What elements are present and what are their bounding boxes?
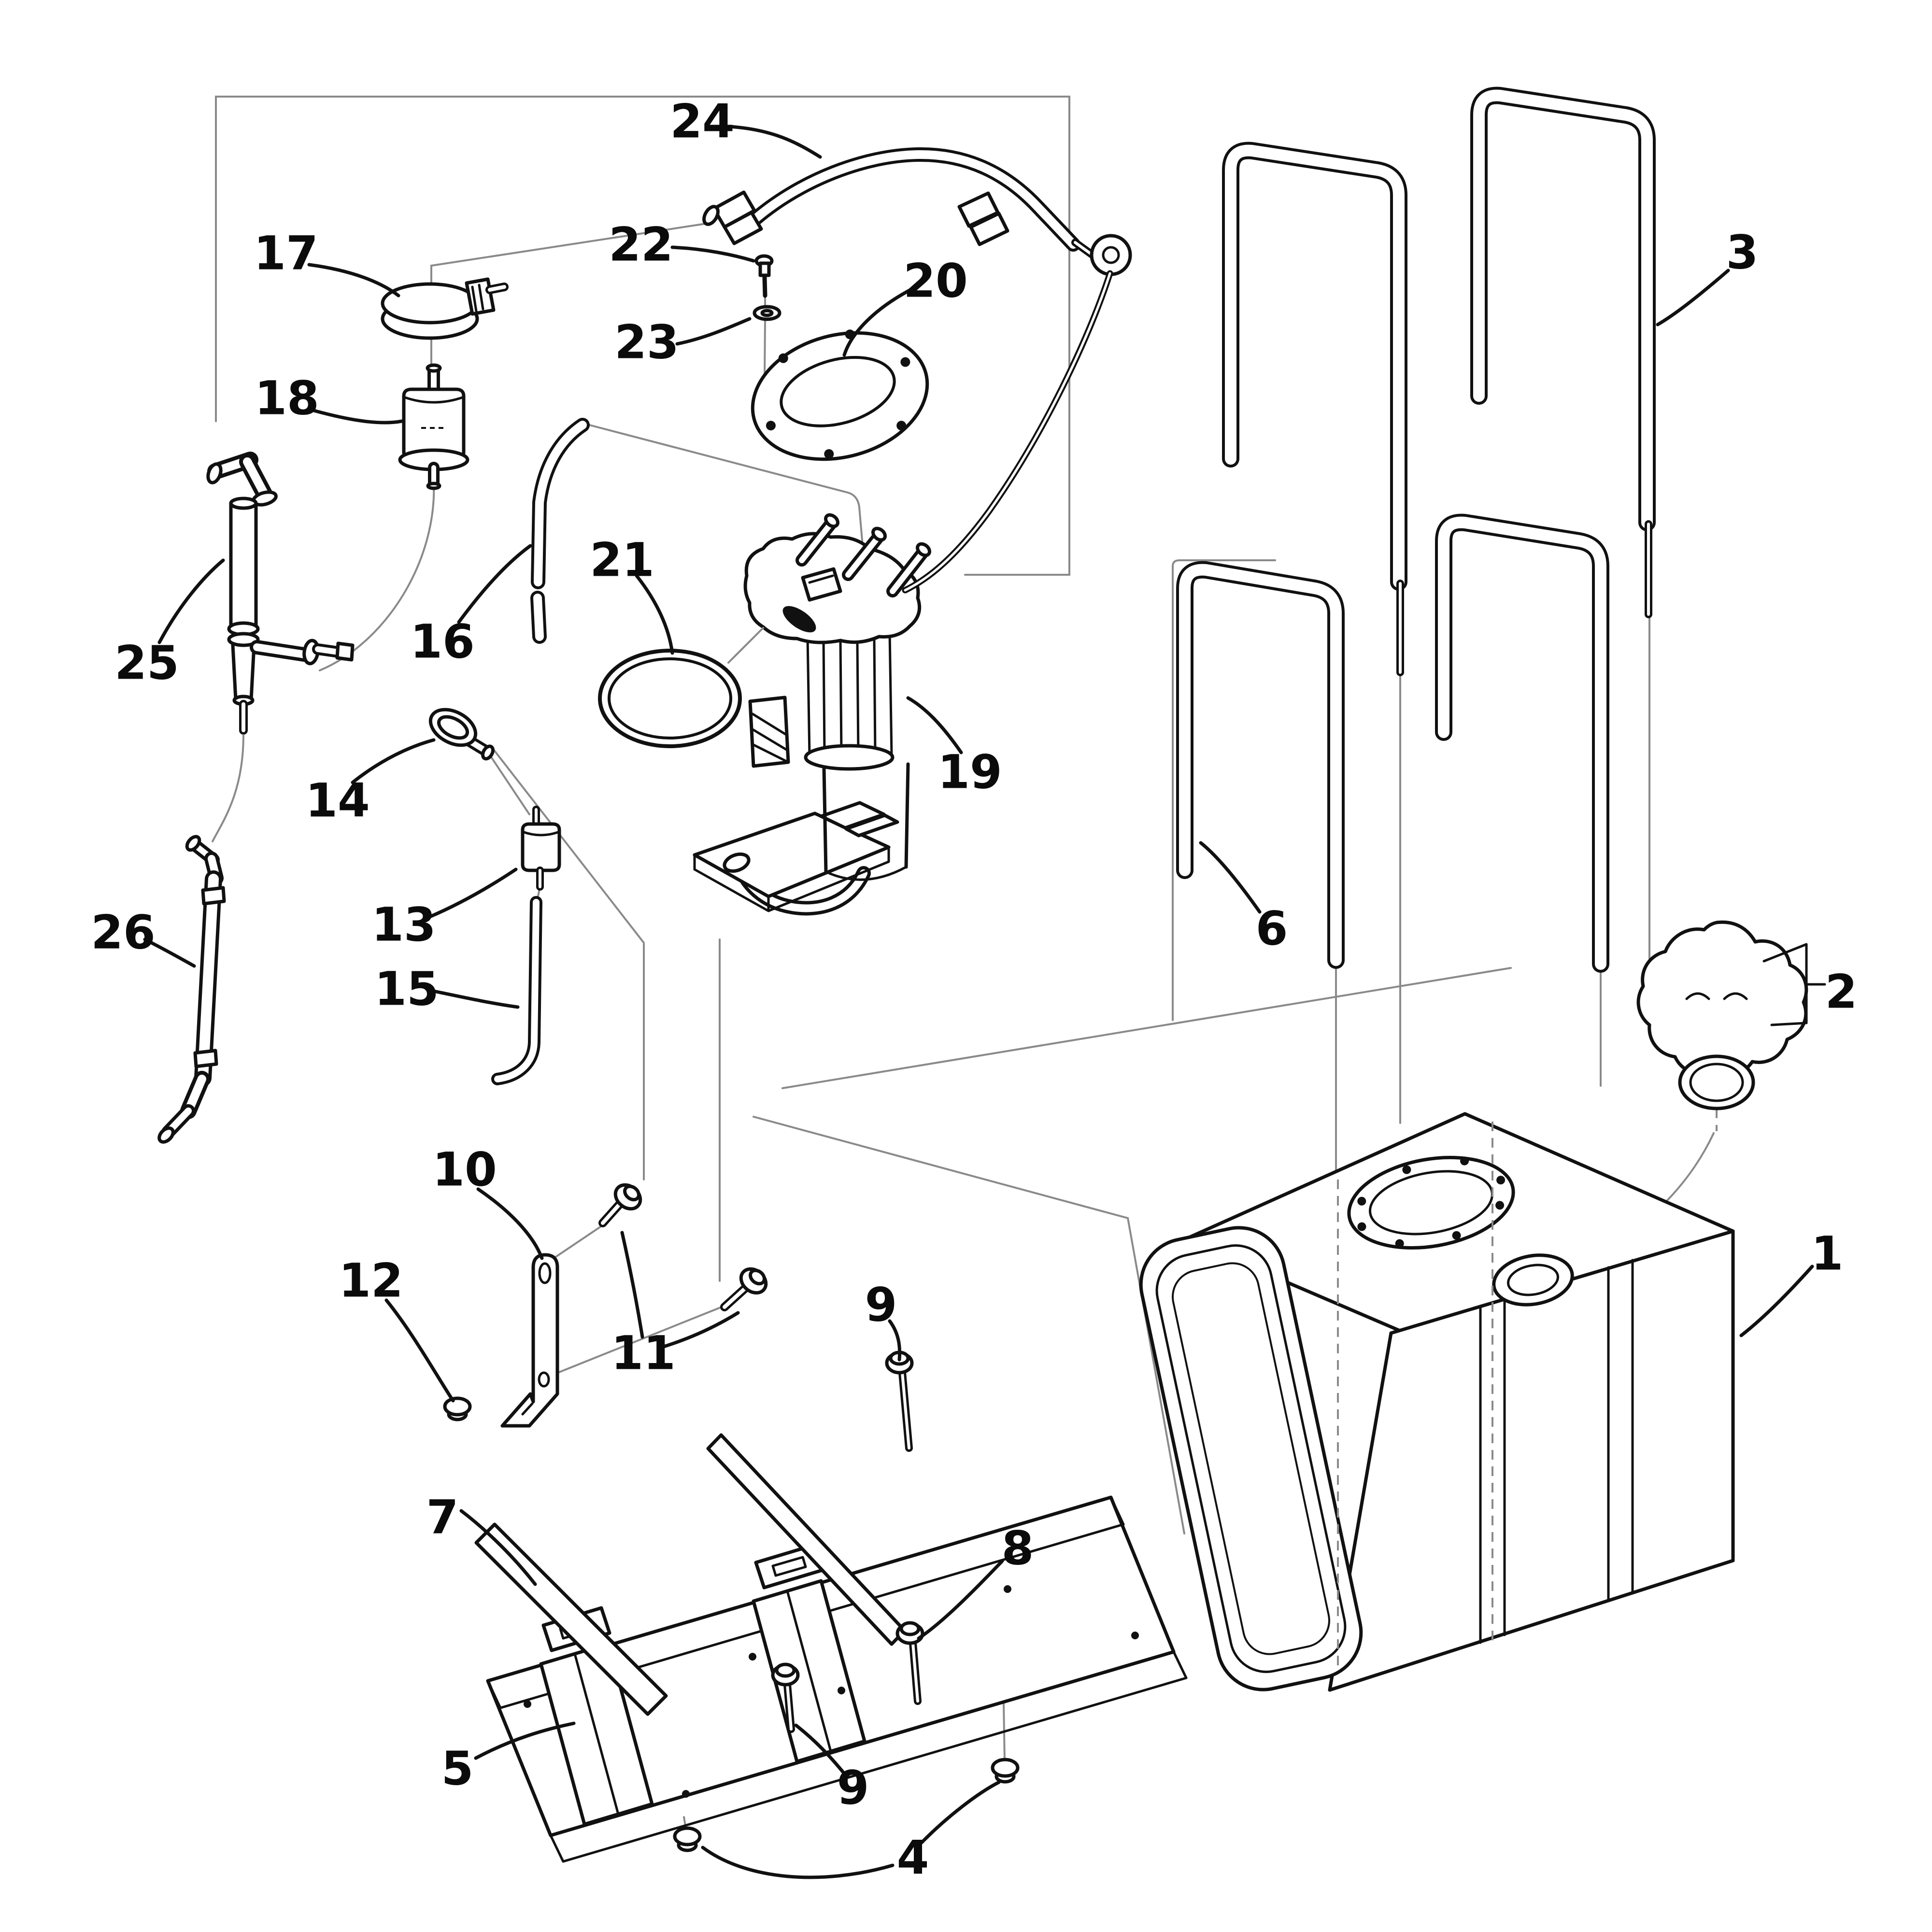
leader-grommet-fitting bbox=[351, 738, 436, 784]
leader-washer bbox=[675, 317, 752, 346]
leader-push-nuts bbox=[701, 1846, 895, 1879]
leader-fuel-hose bbox=[727, 125, 822, 159]
part-21-o-ring bbox=[598, 627, 764, 748]
construction-lines bbox=[215, 96, 1718, 1833]
leader-skid-plate bbox=[474, 1721, 576, 1760]
part-2-fuel-cap bbox=[1636, 920, 1826, 1110]
tank-corrugated-end bbox=[1139, 1226, 1363, 1691]
part-25-fuel-valve bbox=[206, 452, 355, 842]
label-2-bracket bbox=[1762, 943, 1826, 1026]
part-18-fuel-filter bbox=[398, 363, 469, 490]
leader-lines bbox=[143, 125, 1814, 1879]
leader-rub-strips bbox=[459, 1509, 537, 1586]
leader-fuel-valve-assembly bbox=[157, 558, 225, 644]
label-flange-bolt-upper: 9 bbox=[865, 1278, 897, 1332]
label-grommet-fitting: 14 bbox=[305, 774, 370, 828]
leader-filler-hose bbox=[457, 544, 532, 624]
label-fuel-valve-assembly: 25 bbox=[114, 636, 179, 690]
tank-filler-ring bbox=[1347, 1155, 1515, 1250]
leader-flange-bolt-upper bbox=[888, 1319, 902, 1362]
part-12-nut bbox=[443, 1396, 472, 1421]
part-16-filler-hose bbox=[530, 418, 590, 644]
part-9-bolt-lower bbox=[771, 1662, 800, 1733]
leader-support-bracket bbox=[476, 1187, 544, 1260]
label-inline-filter: 13 bbox=[371, 898, 436, 952]
label-fuel-line: 26 bbox=[91, 906, 156, 960]
label-fuel-pump-module: 19 bbox=[938, 745, 1002, 799]
part-6-short-straps bbox=[1176, 513, 1609, 973]
part-11-bolts bbox=[598, 1183, 768, 1311]
leader-inline-filter bbox=[428, 867, 518, 919]
label-flange-bolt-lower: 9 bbox=[837, 1761, 869, 1815]
part-23-washer bbox=[753, 305, 781, 321]
part-8-bolt bbox=[895, 1621, 924, 1705]
leader-vent-hose bbox=[432, 989, 520, 1009]
part-15-vent-hose bbox=[491, 896, 542, 1085]
label-support-bracket: 10 bbox=[432, 1143, 497, 1197]
part-1-fuel-tank bbox=[1139, 1112, 1735, 1692]
part-10-bracket bbox=[500, 1253, 559, 1428]
leader-fuel-line bbox=[143, 938, 196, 968]
part-17-hose-clamp bbox=[381, 277, 509, 340]
part-26-fuel-line bbox=[157, 835, 226, 1144]
leader-mounting-ring bbox=[842, 288, 912, 357]
label-vent-hose: 15 bbox=[374, 962, 439, 1016]
part-14-grommet-fitting bbox=[428, 708, 495, 761]
label-fuel-filter: 18 bbox=[255, 371, 319, 426]
leader-bracket-bolts bbox=[659, 1311, 740, 1350]
part-20-mounting-ring bbox=[751, 329, 929, 461]
leader-push-nuts bbox=[920, 1780, 1001, 1845]
part-13-inline-filter bbox=[521, 806, 561, 891]
leader-screw bbox=[670, 245, 755, 263]
leader-hose-clamp bbox=[307, 263, 400, 298]
leader-fuel-tank bbox=[1739, 1264, 1814, 1337]
label-hose-clamp: 17 bbox=[254, 227, 318, 281]
label-screw: 22 bbox=[609, 218, 673, 272]
label-bracket-bolts: 11 bbox=[611, 1326, 676, 1380]
tank-opening bbox=[1492, 1253, 1574, 1307]
leader-flange-bolt bbox=[917, 1559, 1004, 1640]
leader-o-ring-seal bbox=[635, 574, 674, 655]
label-skid-plate: 5 bbox=[441, 1742, 474, 1796]
part-5-skid-plate bbox=[486, 1495, 1188, 1863]
label-washer: 23 bbox=[614, 315, 679, 369]
label-mounting-ring: 20 bbox=[903, 254, 968, 308]
part-3-long-straps bbox=[1222, 86, 1656, 676]
leader-bracket-bolts bbox=[620, 1231, 644, 1339]
label-rub-strips: 7 bbox=[426, 1491, 459, 1545]
part-number-labels: 1234567899101112131415161718192021222324… bbox=[91, 95, 1857, 1885]
label-flange-bolt: 8 bbox=[1002, 1521, 1034, 1576]
label-flange-nut: 12 bbox=[339, 1254, 403, 1308]
leader-fuel-filter bbox=[312, 409, 404, 425]
label-filler-hose: 16 bbox=[410, 615, 475, 669]
label-o-ring-seal: 21 bbox=[590, 533, 654, 587]
part-22-screw bbox=[754, 254, 774, 298]
label-long-mounting-straps: 3 bbox=[1726, 226, 1759, 280]
label-push-nuts: 4 bbox=[897, 1831, 929, 1885]
leader-short-mounting-straps bbox=[1199, 841, 1262, 914]
leader-fuel-pump-module bbox=[906, 696, 963, 754]
leader-flange-nut bbox=[384, 1298, 455, 1403]
label-fuel-tank: 1 bbox=[1811, 1227, 1844, 1281]
part-9-bolt-upper bbox=[885, 1350, 914, 1452]
leader-long-mounting-straps bbox=[1656, 269, 1730, 327]
part-4-push-nuts bbox=[673, 1758, 1020, 1852]
leader-flange-bolt-lower bbox=[794, 1723, 846, 1776]
label-fuel-hose: 24 bbox=[670, 95, 735, 149]
label-short-mounting-straps: 6 bbox=[1256, 902, 1288, 956]
part-24-fuel-hose bbox=[702, 147, 1132, 594]
label-fuel-cap: 2 bbox=[1825, 965, 1858, 1019]
part-19-fuel-pump-module bbox=[693, 513, 932, 916]
